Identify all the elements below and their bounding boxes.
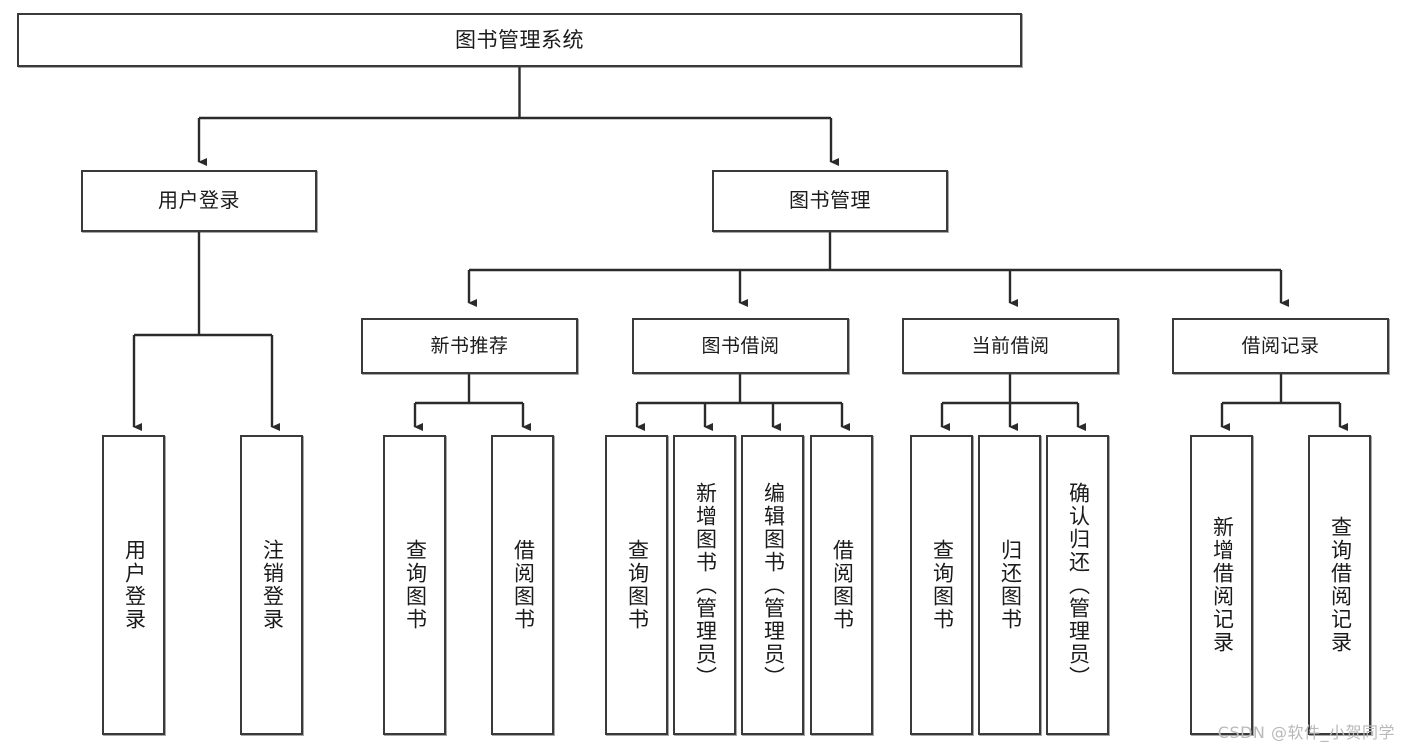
node-leaf-borrow-book-1-label: 借阅图书 (511, 539, 536, 631)
node-leaf-query-record[interactable]: 查询借阅记录 (1308, 435, 1371, 735)
node-user-login-label: 用户登录 (158, 188, 240, 213)
node-current-borrow[interactable]: 当前借阅 (902, 318, 1119, 374)
node-new-book-recommend[interactable]: 新书推荐 (361, 318, 578, 374)
node-leaf-query-book-2-label: 查询图书 (625, 539, 650, 631)
node-borrow-record[interactable]: 借阅记录 (1172, 318, 1389, 374)
node-new-book-recommend-label: 新书推荐 (430, 334, 509, 357)
node-root-label: 图书管理系统 (455, 27, 584, 52)
watermark: CSDN @软件_小贺同学 (1217, 723, 1395, 742)
node-leaf-user-logout[interactable]: 注销登录 (240, 435, 303, 735)
node-leaf-return-book[interactable]: 归还图书 (978, 435, 1041, 735)
node-leaf-add-book[interactable]: 新增图书（管理员） (673, 435, 736, 735)
node-leaf-query-book-3[interactable]: 查询图书 (910, 435, 973, 735)
node-leaf-borrow-book-2[interactable]: 借阅图书 (810, 435, 873, 735)
node-leaf-return-book-label: 归还图书 (998, 539, 1023, 631)
node-leaf-user-login-label: 用户登录 (122, 539, 147, 631)
node-book-borrow[interactable]: 图书借阅 (632, 318, 849, 374)
node-book-manage[interactable]: 图书管理 (712, 170, 948, 232)
node-user-login[interactable]: 用户登录 (81, 170, 317, 232)
node-root[interactable]: 图书管理系统 (17, 13, 1022, 67)
node-leaf-borrow-book-1[interactable]: 借阅图书 (491, 435, 554, 735)
node-leaf-query-book-3-label: 查询图书 (930, 539, 955, 631)
node-borrow-record-label: 借阅记录 (1241, 334, 1320, 357)
node-current-borrow-label: 当前借阅 (971, 334, 1050, 357)
node-leaf-confirm-return-label: 确认归还（管理员） (1066, 481, 1091, 689)
node-leaf-confirm-return[interactable]: 确认归还（管理员） (1046, 435, 1109, 735)
node-leaf-edit-book-label: 编辑图书（管理员） (761, 481, 786, 689)
node-leaf-query-book-1-label: 查询图书 (403, 539, 428, 631)
node-leaf-add-record[interactable]: 新增借阅记录 (1190, 435, 1253, 735)
node-leaf-add-book-label: 新增图书（管理员） (693, 481, 718, 689)
node-leaf-query-book-1[interactable]: 查询图书 (383, 435, 446, 735)
node-book-borrow-label: 图书借阅 (701, 334, 780, 357)
node-leaf-add-record-label: 新增借阅记录 (1210, 516, 1235, 654)
node-leaf-borrow-book-2-label: 借阅图书 (830, 539, 855, 631)
node-leaf-edit-book[interactable]: 编辑图书（管理员） (741, 435, 804, 735)
node-leaf-query-book-2[interactable]: 查询图书 (605, 435, 668, 735)
node-book-manage-label: 图书管理 (789, 188, 871, 213)
node-leaf-user-login[interactable]: 用户登录 (102, 435, 165, 735)
node-leaf-user-logout-label: 注销登录 (260, 539, 285, 631)
node-leaf-query-record-label: 查询借阅记录 (1328, 516, 1353, 654)
